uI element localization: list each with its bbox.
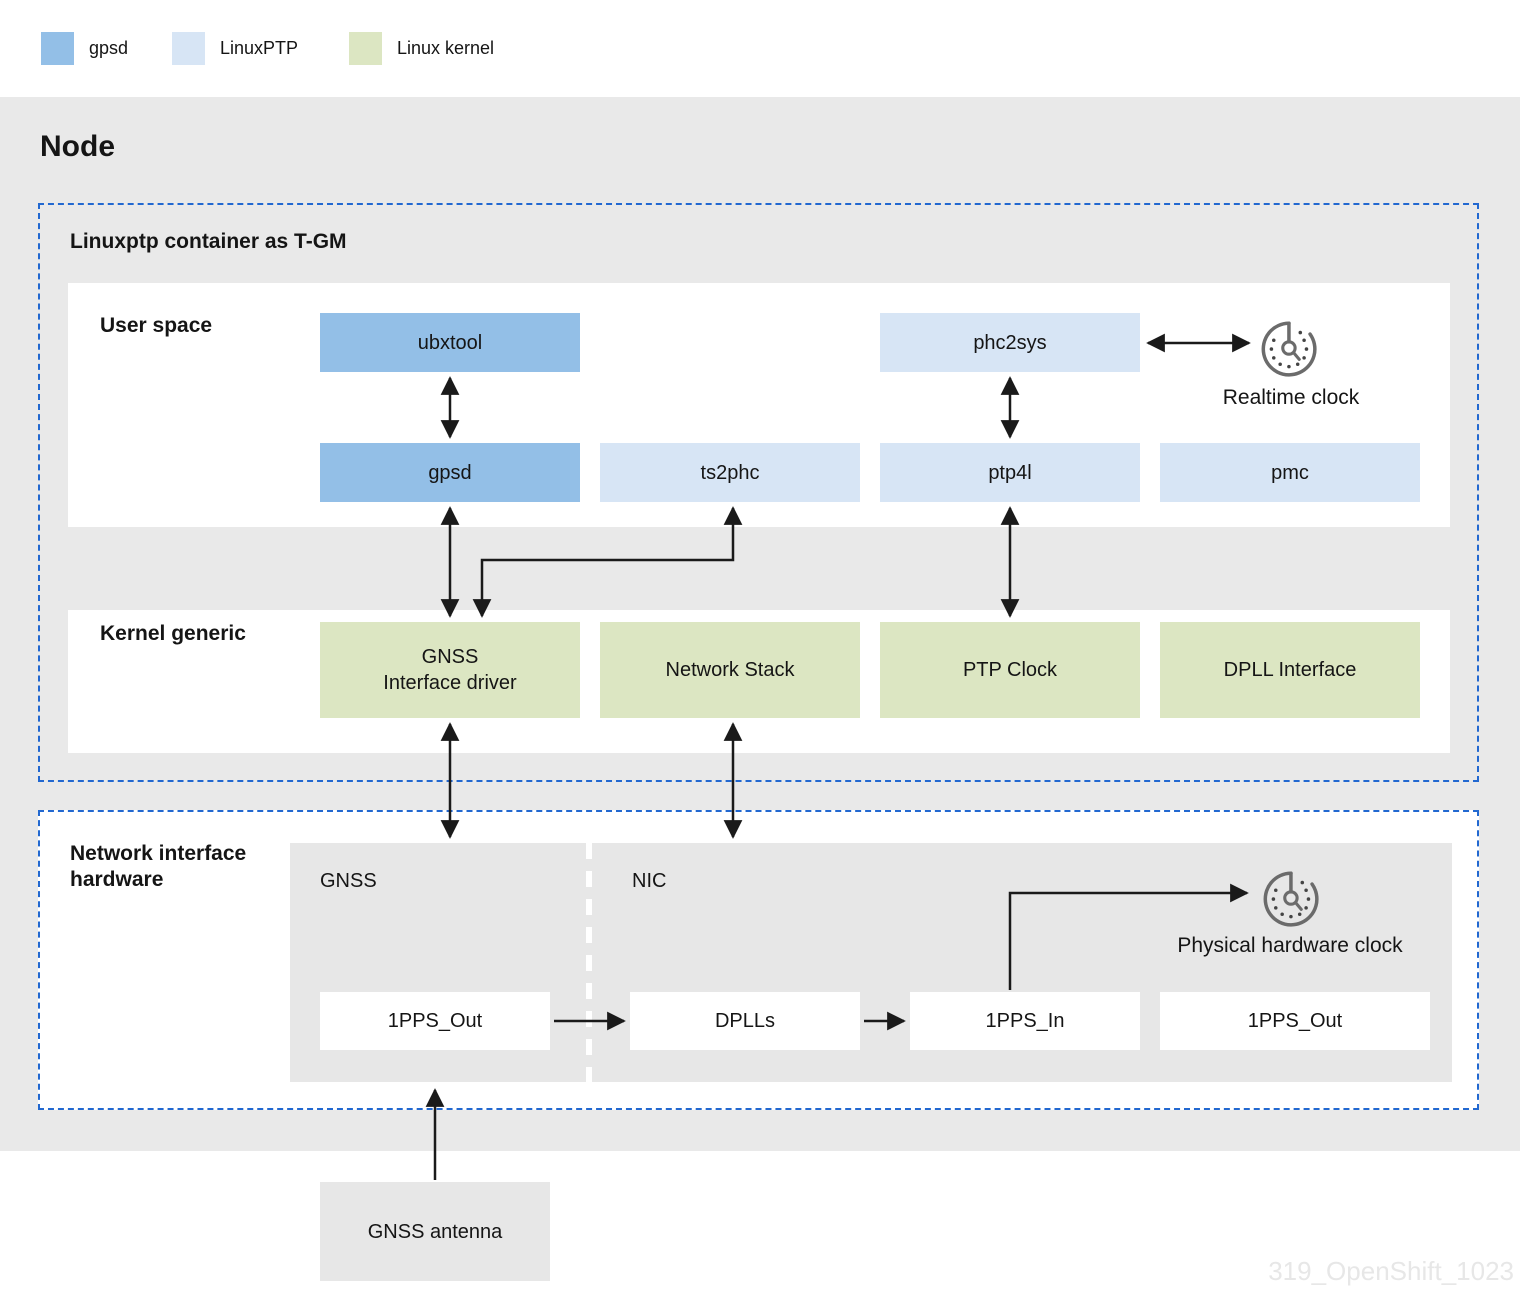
- nic-zone-label: NIC: [632, 870, 667, 892]
- watermark: 319_OpenShift_1023: [1268, 1256, 1514, 1286]
- gnss-antenna-box: GNSS antenna: [320, 1182, 550, 1281]
- physical-hardware-clock-label: Physical hardware clock: [1177, 934, 1403, 957]
- ptp4l-box: ptp4l: [880, 443, 1140, 502]
- dplls-box: DPLLs: [630, 992, 860, 1050]
- linuxptp-tgm-container: [38, 203, 1479, 782]
- 1pps-in-box: 1PPS_In: [910, 992, 1140, 1050]
- gpsd-color-swatch: [41, 31, 74, 65]
- phc2sys-box: phc2sys: [880, 313, 1140, 372]
- legend-item-gpsd: gpsd: [41, 30, 128, 66]
- legend-label-linux-kernel: Linux kernel: [397, 37, 495, 58]
- user-space-label: User space: [100, 314, 213, 337]
- realtime-clock-label: Realtime clock: [1222, 386, 1360, 409]
- node-title: Node: [40, 130, 115, 163]
- linuxptp-tgm-title: Linuxptp container as T-GM: [70, 230, 347, 253]
- legend-item-linuxptp: LinuxPTP: [172, 30, 298, 66]
- legend-label-gpsd: gpsd: [89, 37, 129, 58]
- linux-kernel-color-swatch: [349, 31, 382, 65]
- gnss-zone-label: GNSS: [320, 870, 377, 892]
- gnss-1pps-out-box: 1PPS_Out: [320, 992, 550, 1050]
- kernel-generic-label: Kernel generic: [100, 622, 246, 645]
- network-interface-hardware-label: Network interface hardware: [70, 842, 247, 892]
- physical-hardware-clock-icon: [1263, 871, 1319, 927]
- legend-item-linux-kernel: Linux kernel: [349, 30, 494, 66]
- gnss-interface-driver-box: GNSS Interface driver: [320, 622, 580, 718]
- ptp-clock-box: PTP Clock: [880, 622, 1140, 718]
- ubxtool-box: ubxtool: [320, 313, 580, 372]
- pmc-box: pmc: [1160, 443, 1420, 502]
- legend-label-linuxptp: LinuxPTP: [220, 37, 299, 58]
- dpll-interface-box: DPLL Interface: [1160, 622, 1420, 718]
- linuxptp-color-swatch: [172, 31, 205, 65]
- ts2phc-box: ts2phc: [600, 443, 860, 502]
- nic-1pps-out-box: 1PPS_Out: [1160, 992, 1430, 1050]
- network-stack-box: Network Stack: [600, 622, 860, 718]
- gpsd-box: gpsd: [320, 443, 580, 502]
- realtime-clock-icon: [1261, 321, 1317, 377]
- gnss-nic-divider: [586, 843, 592, 1082]
